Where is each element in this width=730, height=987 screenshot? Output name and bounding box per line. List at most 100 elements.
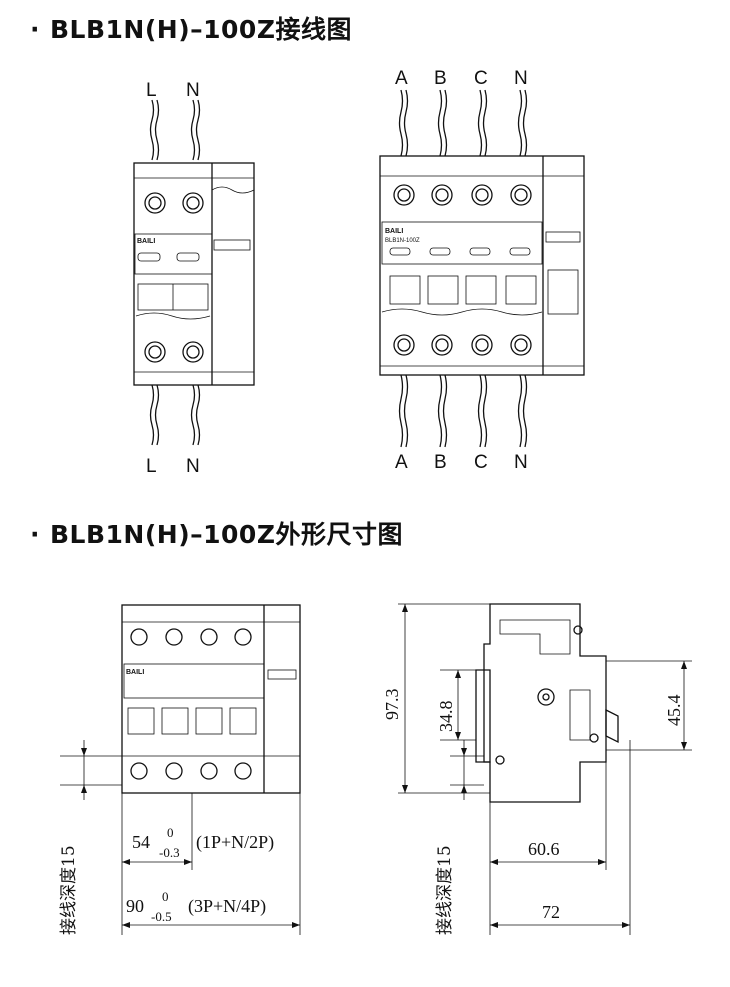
term-label-bottom-n: N: [514, 452, 528, 473]
term-label-bottom-c: C: [474, 452, 488, 473]
terminal-top-c: [471, 184, 493, 206]
wire-top-n: [190, 99, 196, 161]
front-terminal-bottom-3: [200, 762, 218, 780]
term-label-top-b: B: [434, 68, 447, 89]
term-label-bottom-b: B: [434, 452, 447, 473]
terminal-top-n: [510, 184, 532, 206]
front-top-terminals: [130, 628, 252, 646]
wire-bottom-n: [517, 374, 523, 448]
wire-bottom-b2: [442, 374, 448, 448]
front-terminal-bottom-4: [234, 762, 252, 780]
side-rivet-bottom: [589, 733, 599, 743]
handle-c: [465, 275, 497, 305]
side-rivet-large: [537, 688, 555, 706]
terminal-bottom-c: [471, 334, 493, 356]
terminal-top-c-inner: [475, 188, 489, 202]
wire-bottom-l: [149, 384, 155, 446]
side-view-profile: [483, 603, 607, 803]
terminal-screw-bottom-1: [144, 341, 166, 363]
width-4p-nominal: 90: [126, 896, 144, 916]
indicator-4p-3: [469, 247, 491, 256]
bullet-dot: ·: [30, 15, 40, 44]
width-2p-note: (1P+N/2P): [196, 832, 274, 853]
front-view-body: [121, 604, 301, 794]
front-handle-4: [229, 707, 257, 735]
wiring-2p-diagram: L N L N BAILI: [133, 80, 255, 477]
model-label-4p: BLB1N-100Z: [385, 238, 420, 244]
front-label-panel-4p: [381, 221, 543, 265]
terminal-bottom-b-inner: [435, 338, 449, 352]
wire-bottom-a2: [403, 374, 409, 448]
wire-top-b2: [442, 89, 448, 157]
terminal-screw-top-1-inner: [148, 196, 162, 210]
terminal-screw-top-1: [144, 192, 166, 214]
height-rail-label: 34.8: [436, 701, 456, 733]
wire-top-c: [477, 89, 483, 157]
terminal-bottom-n: [510, 334, 532, 356]
front-handles: [127, 707, 257, 735]
handle-wave-4p: [381, 308, 543, 316]
dimension-diagram-title: ·BLB1N(H)–100Z外形尺寸图: [30, 515, 403, 551]
front-view-drawing: BAILI 接线深度15 54 0 -0.3 (1P+N/: [59, 604, 301, 935]
side-view-drawing: 97.3 34.8 45.4 接线深度15 60.6 72: [382, 603, 692, 935]
wires-4p: [398, 89, 528, 448]
side-inner-window: [569, 689, 591, 741]
terminal-top-b: [431, 184, 453, 206]
indicator-4p-4: [509, 247, 531, 256]
breaker-4p-body: [379, 155, 585, 376]
wire-bottom-l2: [154, 384, 160, 446]
front-handle-2: [161, 707, 189, 735]
handles-4p: [389, 269, 579, 315]
term-label-bottom-n: N: [186, 456, 200, 477]
width-4p-upper: 0: [162, 889, 169, 904]
front-terminal-top-2: [165, 628, 183, 646]
rcd-test-buttons: [213, 239, 251, 251]
width-4p-note: (3P+N/4P): [188, 896, 266, 917]
front-terminal-top-3: [200, 628, 218, 646]
handle-wave: [135, 312, 211, 320]
wire-top-c2: [482, 89, 488, 157]
rail-arrows: [455, 670, 461, 740]
terminal-bottom-b: [431, 334, 453, 356]
width-2p-upper: 0: [167, 825, 174, 840]
wire-bottom-c: [477, 374, 483, 448]
front-terminal-top-1: [130, 628, 148, 646]
front-terminal-bottom-1: [130, 762, 148, 780]
indicator-4p-2: [429, 247, 451, 256]
term-label-top-a: A: [395, 68, 408, 89]
front-brand-label: BAILI: [126, 669, 144, 676]
wiring-title-text: BLB1N(H)–100Z接线图: [50, 15, 352, 44]
term-label-top-l: L: [146, 80, 157, 101]
terminal-top-n-inner: [514, 188, 528, 202]
wire-top-a: [398, 89, 404, 157]
side-depth-label: 接线深度15: [435, 845, 455, 935]
wire-top-b: [437, 89, 443, 157]
wire-top-n: [517, 89, 523, 157]
wire-top-a2: [403, 89, 409, 157]
terminal-screw-top-2-inner: [186, 196, 200, 210]
rcd-test-buttons-4p: [545, 231, 581, 243]
terminal-bottom-a: [393, 334, 415, 356]
front-label-panel: [123, 663, 265, 699]
terminal-bottom-a-inner: [397, 338, 411, 352]
width-2p-arrows: [122, 859, 192, 865]
front-handle-1: [127, 707, 155, 735]
depth-body-label: 60.6: [528, 839, 560, 859]
width-2p-lower: -0.3: [159, 845, 180, 860]
wire-bottom-c2: [482, 374, 488, 448]
front-bottom-terminals: [130, 762, 252, 780]
side-rivet-left: [495, 755, 505, 765]
front-test-buttons: [267, 669, 297, 680]
wiring-4p-diagram: A B C N A B C N: [379, 68, 585, 473]
indicator-2p-1: [137, 252, 161, 262]
term-label-top-c: C: [474, 68, 488, 89]
terminal-screw-top-2: [182, 192, 204, 214]
brand-label-4p: BAILI: [385, 228, 403, 235]
top-terminals-4p: [393, 184, 532, 206]
wiring-diagram-title: · BLB1N(H)–100Z接线图: [30, 10, 352, 46]
wire-top-n2: [522, 89, 528, 157]
terminal-bottom-n-inner: [514, 338, 528, 352]
term-label-bottom-l: L: [146, 456, 157, 477]
terminal-top-b-inner: [435, 188, 449, 202]
